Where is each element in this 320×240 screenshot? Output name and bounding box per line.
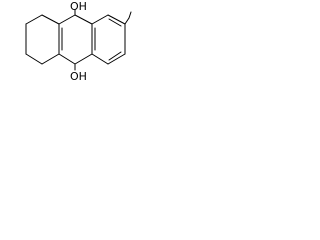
- bond-ring-b-2: [74, 14, 93, 25]
- bottom-hydroxyl-label: OH: [70, 70, 87, 82]
- chemical-structure: OH OH: [25, 0, 132, 82]
- bond-ring-c-4: [107, 53, 126, 65]
- bond-ethyl-2: [128, 11, 132, 19]
- bond-ring-b-5: [58, 53, 76, 65]
- bond-ring-a-2: [41, 14, 60, 25]
- bond-ring-c-1: [91, 14, 109, 25]
- bond-ring-c-2: [107, 14, 126, 25]
- bond-ring-c-double-3: [108, 51, 122, 61]
- ethyl-group: [124, 11, 132, 25]
- bond-ring-c-5: [91, 53, 109, 65]
- top-hydroxyl-label: OH: [70, 0, 87, 13]
- bond-ring-a-5: [25, 53, 43, 65]
- bond-ring-a-1: [25, 14, 43, 25]
- cyclohexane-ring: [25, 14, 60, 65]
- benzene-ring: [91, 14, 126, 65]
- central-ring: [58, 14, 93, 65]
- bond-ring-a-4: [41, 53, 60, 65]
- bond-ring-c-double-2: [108, 18, 122, 27]
- bond-ring-b-4: [74, 53, 93, 65]
- bond-ethyl-1: [124, 17, 130, 25]
- bond-ring-b-1: [58, 14, 76, 25]
- structure-canvas: OH OH: [0, 0, 132, 82]
